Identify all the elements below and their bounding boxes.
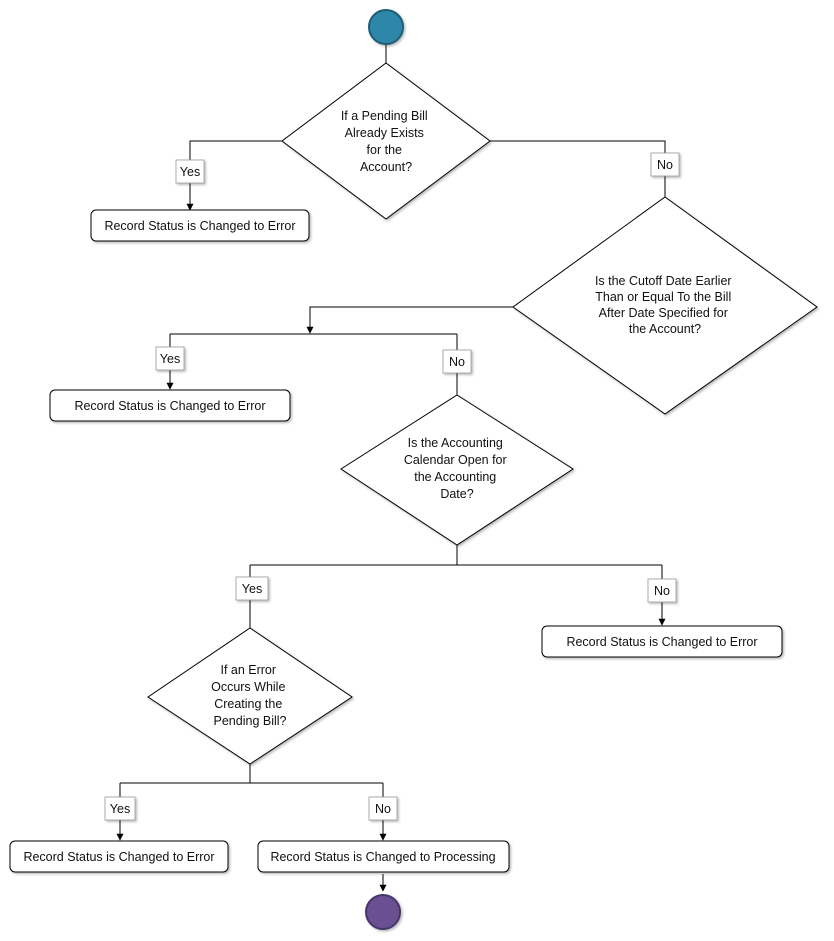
process-box-processing: [257, 840, 510, 873]
decision-d1-line-3: for the: [367, 143, 402, 157]
process-error-2-label: Record Status is Changed to Error: [74, 399, 265, 413]
process-error-3-label: Record Status is Changed to Error: [566, 635, 757, 649]
decision-pending-bill-exists: [281, 62, 491, 220]
connector-d2-left: [306, 306, 513, 334]
decision-calendar-open: [340, 394, 574, 546]
connector-d1-no: [490, 140, 666, 197]
decision-d3-line-4: Date?: [440, 487, 473, 501]
end-node: [365, 894, 401, 930]
process-box-error-4: [9, 840, 229, 873]
decision-d1-line-2: Already Exists: [345, 126, 424, 140]
label-box-d2-no: [442, 349, 472, 374]
decision-d2-line-4: the Account?: [629, 322, 701, 336]
decision-d1-line-4: Account?: [360, 160, 412, 174]
decision-d1-line-1: If a Pending Bill: [341, 109, 428, 123]
label-box-d4-yes: [104, 796, 136, 821]
label-box-d2-yes: [155, 346, 185, 371]
branch-label-d3-yes: Yes: [242, 582, 262, 596]
decision-d2-line-3: After Date Specified for: [599, 306, 728, 320]
branch-label-d1-no: No: [657, 158, 673, 172]
label-box-d3-no: [647, 578, 677, 603]
decision-text-d3: Is the Accounting Calendar Open for the …: [404, 436, 510, 501]
process-box-error-2: [49, 389, 291, 422]
decision-error-occurs: [147, 627, 353, 765]
decision-d3-line-1: Is the Accounting: [408, 436, 503, 450]
process-box-error-1: [90, 209, 310, 242]
branch-label-d4-yes: Yes: [110, 802, 130, 816]
process-error-4-label: Record Status is Changed to Error: [23, 850, 214, 864]
label-box-d4-no: [368, 796, 398, 821]
process-processing-label: Record Status is Changed to Processing: [270, 850, 495, 864]
decision-text-d4: If an Error Occurs While Creating the Pe…: [211, 663, 289, 728]
decision-text-d1: If a Pending Bill Already Exists for the…: [341, 109, 431, 174]
start-node: [368, 9, 404, 45]
connector-d1-yes: [186, 140, 282, 211]
decision-d4-line-2: Occurs While: [211, 680, 285, 694]
process-box-error-3: [541, 625, 783, 658]
decision-d2-line-2: Than or Equal To the Bill: [595, 290, 731, 304]
decision-d4-line-3: Creating the: [214, 697, 282, 711]
process-error-1-label: Record Status is Changed to Error: [104, 219, 295, 233]
branch-label-d2-yes: Yes: [160, 352, 180, 366]
decision-d4-line-4: Pending Bill?: [214, 714, 287, 728]
branch-label-d3-no: No: [654, 584, 670, 598]
decision-d4-line-1: If an Error: [220, 663, 276, 677]
decision-d3-line-3: the Accounting: [414, 470, 496, 484]
branch-label-d2-no: No: [449, 355, 465, 369]
branch-label-d4-no: No: [375, 802, 391, 816]
label-box-d3-yes: [235, 576, 269, 601]
label-box-d1-no: [650, 152, 680, 177]
label-box-d1-yes: [175, 159, 205, 184]
decision-cutoff-date: [512, 196, 818, 415]
decision-text-d2: Is the Cutoff Date Earlier Than or Equal…: [595, 274, 735, 336]
branch-label-d1-yes: Yes: [180, 165, 200, 179]
decision-d3-line-2: Calendar Open for: [404, 453, 507, 467]
decision-d2-line-1: Is the Cutoff Date Earlier: [595, 274, 732, 288]
